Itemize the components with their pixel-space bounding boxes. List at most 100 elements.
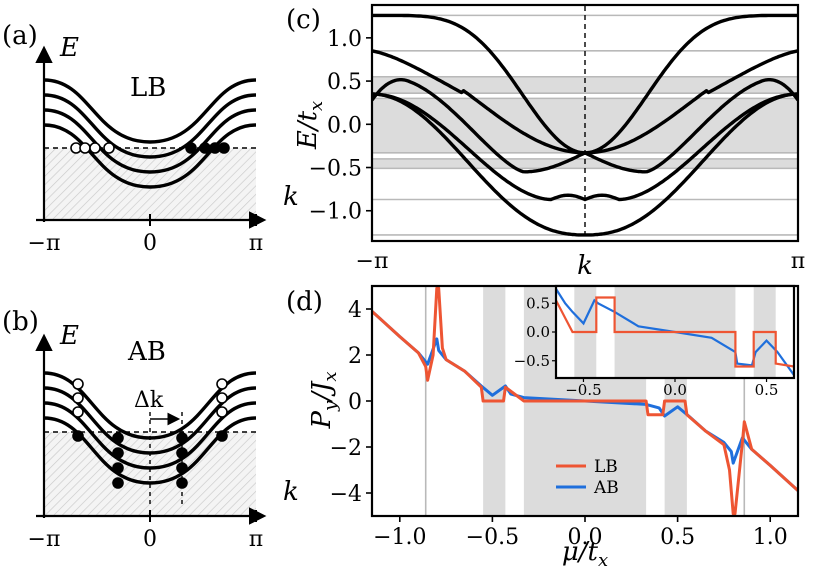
inset-series-lb bbox=[556, 296, 794, 368]
panel-a-states bbox=[70, 142, 230, 154]
panel-a-band-1 bbox=[43, 78, 257, 144]
panel-d-ylabel-p: P bbox=[307, 411, 337, 430]
panel-b-ylabel: E bbox=[59, 321, 79, 351]
panel-b-delta-k-label: Δk bbox=[134, 388, 164, 413]
inset-ytick: 0.5 bbox=[526, 294, 550, 312]
panel-b-filled-state bbox=[72, 430, 84, 442]
panel-b-filled-state bbox=[176, 477, 188, 489]
inset-curves bbox=[556, 288, 794, 376]
panel-d-xtick: 1.0 bbox=[753, 525, 788, 550]
panel-b-filled-state bbox=[176, 462, 188, 474]
panel-d-inset: −0.5 0.0 0.5 0.5 0.0 −0.5 bbox=[514, 284, 796, 399]
panel-a-label: (a) bbox=[2, 21, 38, 51]
panel-d-xtick: 0.5 bbox=[660, 525, 695, 550]
inset-xtick: 0.0 bbox=[663, 381, 687, 399]
panel-d-ytick: −4 bbox=[330, 482, 362, 507]
panel-a-xtick: 0 bbox=[143, 231, 157, 256]
panel-d-ylabel-mid: /J bbox=[307, 380, 337, 404]
panel-a-band-2 bbox=[43, 93, 257, 159]
panel-b-states bbox=[72, 378, 228, 489]
panel-c-axes-frame bbox=[370, 3, 800, 243]
panel-b-filled-state bbox=[112, 477, 124, 489]
inset-ytick: 0.0 bbox=[526, 323, 550, 341]
panel-a-filled-states bbox=[44, 148, 256, 220]
panel-c-ytick: −1.0 bbox=[309, 200, 362, 225]
panel-b-filled-state bbox=[176, 447, 188, 459]
panel-b-tag: AB bbox=[127, 337, 166, 367]
panel-d-ytick: 2 bbox=[348, 344, 362, 369]
panel-c-ytick: 0.0 bbox=[327, 113, 362, 138]
panel-b-xtick: π bbox=[249, 527, 263, 552]
panel-a-filled-state bbox=[218, 142, 230, 154]
panel-b-empty-state bbox=[72, 406, 84, 418]
panel-c-ylabel: E/tx bbox=[293, 101, 327, 150]
panel-b-filled-state bbox=[112, 432, 124, 444]
panel-b-xtick: −π bbox=[28, 527, 61, 552]
panel-b-xtick: 0 bbox=[143, 527, 157, 552]
panel-a-empty-state bbox=[103, 142, 115, 154]
inset-xtick: 0.5 bbox=[755, 381, 779, 399]
inset-ticks: −0.5 0.0 0.5 0.5 0.0 −0.5 bbox=[514, 294, 779, 399]
panel-a: (a) E LB k −π 0 π bbox=[2, 21, 299, 256]
panel-a-band-4 bbox=[43, 123, 257, 189]
panel-b-filled-state bbox=[112, 447, 124, 459]
panel-d-xlabel: μ/tx bbox=[562, 537, 608, 567]
panel-a-filled-state bbox=[185, 142, 197, 154]
panel-b-filled-state bbox=[216, 430, 228, 442]
legend-label-lb: LB bbox=[594, 457, 618, 477]
panel-c-ytick: 1.0 bbox=[327, 27, 362, 52]
panel-d-ytick: 4 bbox=[348, 298, 362, 323]
gap-band bbox=[372, 76, 798, 94]
legend-label-ab: AB bbox=[593, 478, 619, 498]
panel-a-empty-state bbox=[79, 142, 91, 154]
panel-b-empty-state bbox=[216, 406, 228, 418]
panel-d-ytick: 0 bbox=[348, 390, 362, 415]
panel-a-xtick: −π bbox=[28, 231, 61, 256]
panel-d-ticks: −1.0 −0.5 0.0 0.5 1.0 4 2 0 −2 −4 bbox=[330, 298, 788, 550]
panel-a-filled-state bbox=[199, 142, 211, 154]
panel-b-xlabel: k bbox=[283, 477, 299, 507]
panel-c-ylabel-main: E/t bbox=[293, 110, 323, 150]
panel-c-ytick: −0.5 bbox=[309, 157, 362, 182]
panel-a-tag: LB bbox=[130, 73, 166, 103]
panel-d-label: (d) bbox=[286, 287, 323, 317]
panel-a-empty-state bbox=[89, 142, 101, 154]
series-lb bbox=[372, 286, 798, 516]
panel-c-xtick: π bbox=[791, 249, 805, 274]
panel-d-ylabel-sub1: y bbox=[320, 400, 341, 412]
panel-d-xtick: −1.0 bbox=[373, 525, 426, 550]
panel-d-xlabel-sub: x bbox=[598, 550, 608, 567]
panel-c-xtick: −π bbox=[356, 249, 389, 274]
panel-b-filled-state bbox=[176, 432, 188, 444]
panel-a-xlabel: k bbox=[283, 182, 299, 212]
panel-b-empty-state bbox=[72, 392, 84, 404]
panel-c-xlabel: k bbox=[577, 251, 593, 281]
panel-b-filled-state bbox=[112, 462, 124, 474]
panel-a-xtick: π bbox=[249, 231, 263, 256]
panel-d-xtick: −0.5 bbox=[466, 525, 519, 550]
panel-b-empty-state bbox=[216, 392, 228, 404]
panel-c-ylabel-sub: x bbox=[306, 101, 327, 111]
panel-d: (d) −1.0 −0.5 0.0 0.5 1.0 4 2 0 −2 −4 −0.5 0.0 0.5 0… bbox=[286, 284, 800, 567]
panel-d-ytick: −2 bbox=[330, 436, 362, 461]
panel-a-ylabel: E bbox=[59, 33, 79, 63]
panel-b-empty-state bbox=[72, 378, 84, 390]
panel-c: (c) 1.0 0.5 0.0 −0.5 −1.0 −π k π E/tx bbox=[286, 3, 805, 281]
panel-a-band-3 bbox=[43, 108, 257, 174]
panel-b: (b) bbox=[2, 307, 299, 552]
panel-d-curves bbox=[372, 286, 798, 516]
panel-c-label: (c) bbox=[286, 5, 321, 35]
panel-d-legend: LB AB bbox=[556, 457, 619, 498]
panel-c-ytick: 0.5 bbox=[327, 70, 362, 95]
panel-d-xtick: 0.0 bbox=[568, 525, 603, 550]
panel-b-empty-state bbox=[216, 378, 228, 390]
panel-d-xlabel-main: μ/t bbox=[562, 537, 599, 567]
panel-c-y-ticks: 1.0 0.5 0.0 −0.5 −1.0 bbox=[309, 27, 372, 225]
panel-b-label: (b) bbox=[2, 307, 39, 337]
panel-d-ylabel: Py/Jx bbox=[307, 371, 341, 429]
panel-a-bands bbox=[43, 78, 257, 189]
inset-xtick: −0.5 bbox=[565, 381, 601, 399]
panel-d-ylabel-sub2: x bbox=[320, 371, 341, 381]
inset-ytick: −0.5 bbox=[514, 352, 550, 370]
